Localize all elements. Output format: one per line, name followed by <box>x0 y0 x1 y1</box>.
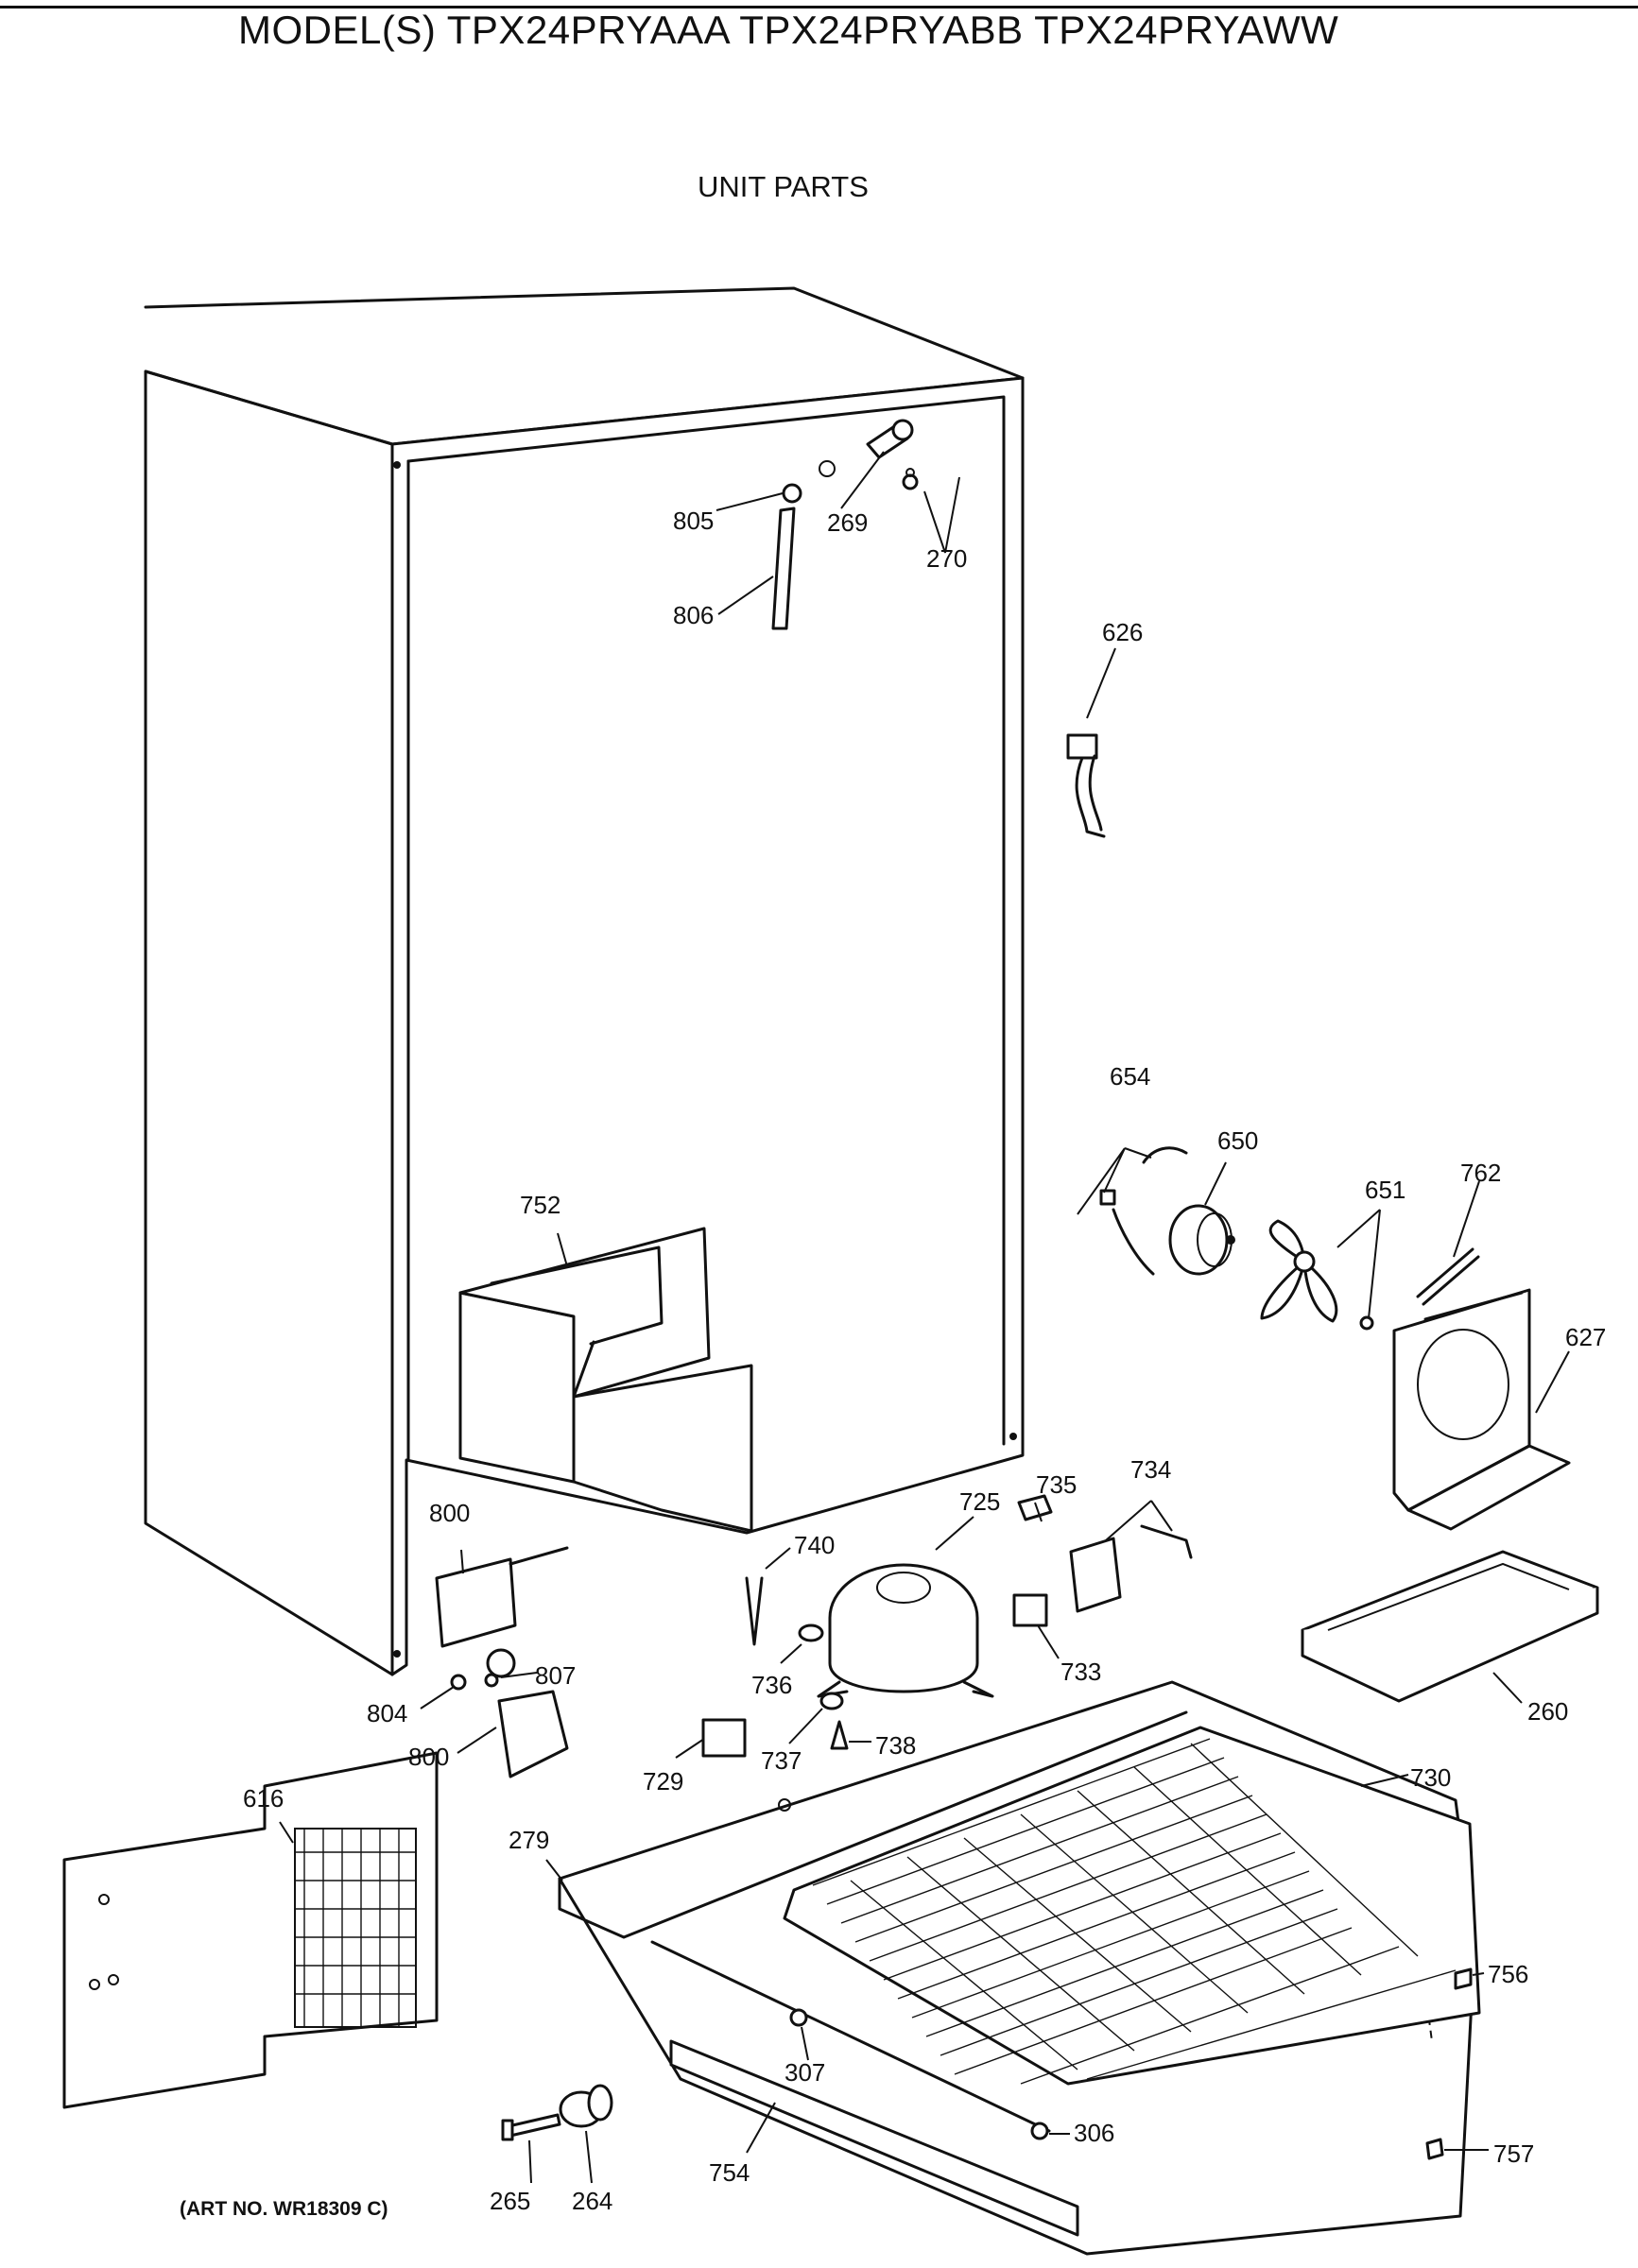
callout-725: 725 <box>959 1487 1000 1516</box>
callout-654: 654 <box>1110 1062 1150 1091</box>
callout-752: 752 <box>520 1191 560 1219</box>
callout-651: 651 <box>1365 1176 1405 1204</box>
callout-264: 264 <box>572 2187 612 2215</box>
part-754-front-rail <box>669 2039 1079 2237</box>
top-rule <box>0 6 1638 9</box>
callout-729: 729 <box>643 1767 683 1796</box>
callout-650: 650 <box>1217 1126 1258 1155</box>
part-738-sleeve <box>830 1720 849 1750</box>
callout-leader-lines <box>279 451 1570 2184</box>
callout-754: 754 <box>709 2158 750 2187</box>
callout-616: 616 <box>243 1784 284 1813</box>
callout-279: 279 <box>509 1826 549 1854</box>
callout-733: 733 <box>1060 1658 1101 1686</box>
callout-265: 265 <box>490 2187 530 2215</box>
callout-738: 738 <box>875 1731 916 1760</box>
part-269-drain-fitting <box>866 419 914 459</box>
callout-806: 806 <box>673 601 714 629</box>
part-734-terminal-cover <box>1069 1524 1193 1613</box>
part-730-condenser <box>783 1726 1481 2086</box>
callout-270: 270 <box>926 544 967 573</box>
part-756-757-screws <box>1425 1967 1473 2160</box>
callout-800-valve: 800 <box>429 1499 470 1527</box>
callout-805: 805 <box>673 507 714 535</box>
part-616-access-cover <box>62 1751 439 2109</box>
part-752-compartment-cover <box>458 1227 753 1533</box>
section-title: UNIT PARTS <box>698 170 869 203</box>
part-627-fan-shroud <box>1392 1288 1571 1531</box>
callout-627: 627 <box>1565 1323 1606 1351</box>
callout-737: 737 <box>761 1746 802 1775</box>
callout-307: 307 <box>785 2058 825 2087</box>
part-626-power-cord <box>1066 733 1106 838</box>
part-762-gasket <box>1416 1247 1480 1306</box>
part-264-mount <box>559 2084 613 2128</box>
callout-740: 740 <box>794 1531 835 1559</box>
part-800-bracket <box>497 1690 569 1778</box>
part-735-relay-cover <box>1017 1494 1053 1521</box>
part-805-806-tube <box>771 483 802 630</box>
callout-804: 804 <box>367 1699 407 1727</box>
callout-736: 736 <box>751 1671 792 1699</box>
part-733-relay <box>1012 1593 1048 1627</box>
part-804-807-fittings <box>450 1673 499 1691</box>
callout-260: 260 <box>1527 1697 1568 1726</box>
callout-735: 735 <box>1036 1470 1077 1499</box>
callout-757: 757 <box>1493 2139 1534 2168</box>
callout-626: 626 <box>1102 618 1143 646</box>
part-654-brackets <box>1099 1146 1188 1276</box>
part-737-grommet <box>819 1692 844 1710</box>
part-651-fan-blade <box>1260 1219 1374 1331</box>
callout-800-bracket: 800 <box>408 1743 449 1771</box>
callout-734: 734 <box>1130 1455 1171 1484</box>
part-270-screws <box>902 468 919 490</box>
part-260-drain-pan <box>1301 1550 1599 1703</box>
callout-762: 762 <box>1460 1159 1501 1187</box>
part-740-clip <box>745 1576 764 1646</box>
part-800-water-valve <box>435 1546 569 1678</box>
part-725-compressor <box>817 1563 994 1698</box>
part-736-grommet <box>798 1624 824 1642</box>
callout-807: 807 <box>535 1661 576 1690</box>
model-numbers-heading: MODEL(S) TPX24PRYAAA TPX24PRYABB TPX24PR… <box>238 8 1339 52</box>
callout-numbers: 805 269 270 806 626 654 650 651 762 752 … <box>243 507 1606 2215</box>
callout-730: 730 <box>1410 1763 1451 1792</box>
art-number-label: (ART NO. WR18309 C) <box>180 2198 388 2220</box>
part-265-bolt <box>501 2113 561 2141</box>
part-729-capacitor <box>701 1718 747 1758</box>
callout-269: 269 <box>827 508 868 537</box>
part-650-fan-motor <box>1168 1204 1235 1276</box>
callout-306: 306 <box>1074 2119 1114 2147</box>
part-306-307-rod <box>650 1940 1051 2140</box>
callout-756: 756 <box>1488 1960 1528 1988</box>
